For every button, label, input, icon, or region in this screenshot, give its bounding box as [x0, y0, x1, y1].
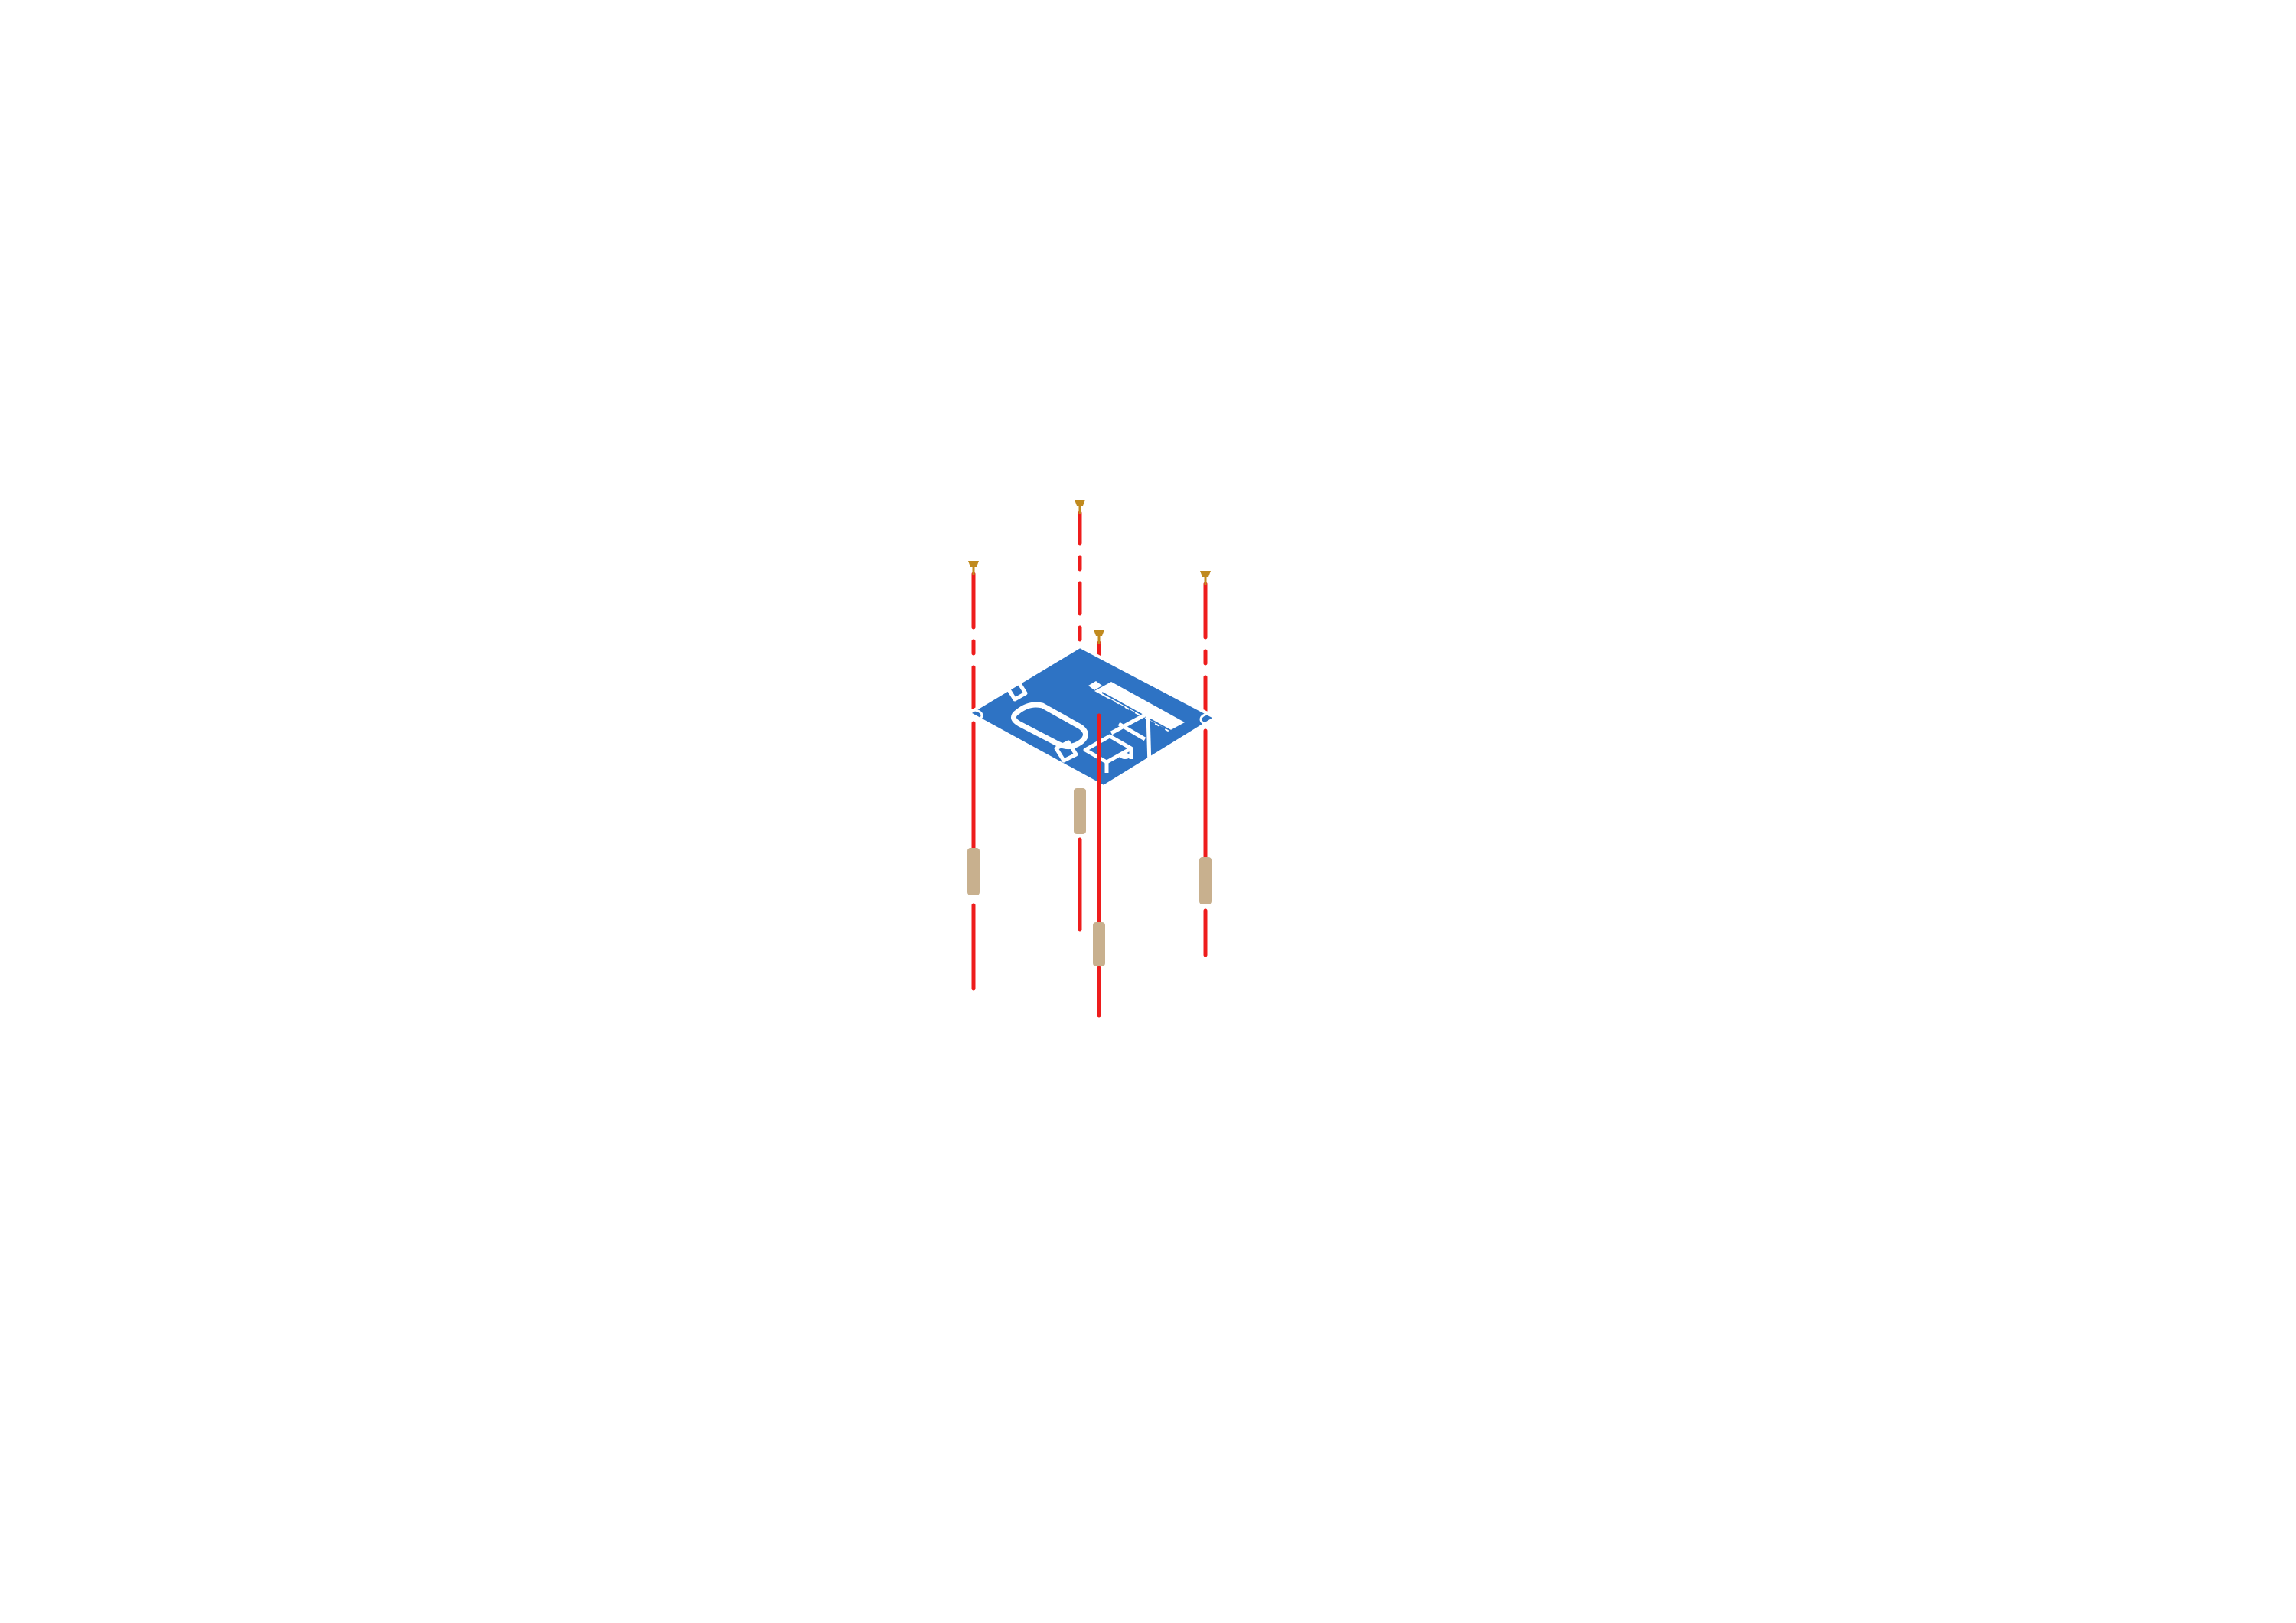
lower-guide-lines: [971, 713, 1208, 1018]
small-component-tab: [1011, 671, 1026, 680]
header-cap: [1088, 681, 1102, 690]
screw-icon: [1075, 500, 1085, 514]
mounting-hole-left: [964, 709, 983, 722]
connector-housing: [1083, 711, 1152, 777]
screw-icon: [1200, 571, 1211, 585]
mounting-hole-right: [1199, 712, 1219, 726]
standoff-right: [1199, 857, 1212, 904]
screw-icon: [968, 561, 979, 575]
pcb-board: [962, 645, 1224, 801]
chip-component: [1011, 702, 1088, 749]
board-top: [967, 645, 1217, 788]
connector-pin: [1120, 753, 1130, 759]
standoff-back: [1074, 788, 1086, 834]
standoff-left: [967, 848, 980, 895]
upper-guide-lines: [971, 510, 1208, 733]
small-component-left: [1005, 679, 1028, 702]
screw-icon: [1094, 630, 1104, 644]
screws: [968, 500, 1211, 644]
standoffs: [967, 788, 1212, 966]
standoff-front: [1093, 922, 1105, 966]
small-component-front: [1054, 740, 1078, 763]
